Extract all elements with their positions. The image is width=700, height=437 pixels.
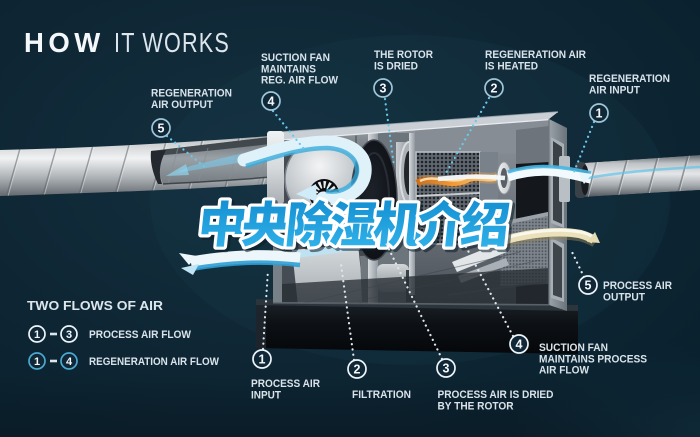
svg-text:BY THE ROTOR: BY THE ROTOR — [438, 400, 514, 412]
svg-text:REGENERATION AIR: REGENERATION AIR — [485, 49, 586, 61]
svg-text:AIR FLOW: AIR FLOW — [539, 365, 590, 377]
svg-text:2: 2 — [354, 363, 361, 377]
svg-text:PROCESS AIR: PROCESS AIR — [603, 280, 672, 292]
svg-text:REGENERATION: REGENERATION — [151, 88, 232, 100]
svg-text:3: 3 — [380, 82, 387, 96]
svg-text:1: 1 — [34, 329, 40, 341]
svg-text:REG. AIR FLOW: REG. AIR FLOW — [261, 75, 339, 87]
svg-text:1: 1 — [259, 353, 266, 367]
svg-text:4: 4 — [268, 95, 275, 109]
svg-text:AIR OUTPUT: AIR OUTPUT — [151, 99, 213, 111]
svg-text:PROCESS AIR FLOW: PROCESS AIR FLOW — [89, 329, 192, 341]
svg-text:4: 4 — [66, 356, 73, 368]
svg-text:MAINTAINS: MAINTAINS — [261, 63, 316, 75]
svg-text:REGENERATION AIR FLOW: REGENERATION AIR FLOW — [89, 356, 220, 368]
svg-text:PROCESS AIR: PROCESS AIR — [251, 378, 320, 390]
svg-text:THE ROTOR: THE ROTOR — [374, 49, 433, 61]
svg-text:PROCESS AIR IS DRIED: PROCESS AIR IS DRIED — [438, 389, 554, 401]
svg-text:INPUT: INPUT — [251, 389, 281, 401]
svg-text:5: 5 — [585, 279, 592, 293]
svg-text:IS HEATED: IS HEATED — [485, 60, 538, 72]
svg-text:AIR INPUT: AIR INPUT — [589, 84, 640, 96]
svg-text:5: 5 — [158, 122, 165, 136]
svg-text:SUCTION FAN: SUCTION FAN — [261, 52, 330, 64]
svg-text:1: 1 — [596, 107, 603, 121]
svg-text:HOW: HOW — [24, 27, 105, 58]
svg-text:SUCTION FAN: SUCTION FAN — [539, 342, 608, 354]
svg-text:OUTPUT: OUTPUT — [603, 291, 645, 303]
svg-text:FILTRATION: FILTRATION — [352, 389, 411, 401]
svg-text:IS DRIED: IS DRIED — [374, 60, 418, 72]
svg-text:IT WORKS: IT WORKS — [114, 27, 230, 58]
svg-text:REGENERATION: REGENERATION — [589, 73, 670, 85]
svg-text:4: 4 — [516, 338, 523, 352]
svg-text:3: 3 — [443, 362, 450, 376]
svg-text:3: 3 — [66, 329, 72, 341]
svg-text:MAINTAINS PROCESS: MAINTAINS PROCESS — [539, 353, 647, 365]
svg-text:TWO FLOWS OF AIR: TWO FLOWS OF AIR — [27, 299, 163, 313]
svg-text:1: 1 — [34, 356, 40, 368]
svg-text:2: 2 — [491, 82, 498, 96]
